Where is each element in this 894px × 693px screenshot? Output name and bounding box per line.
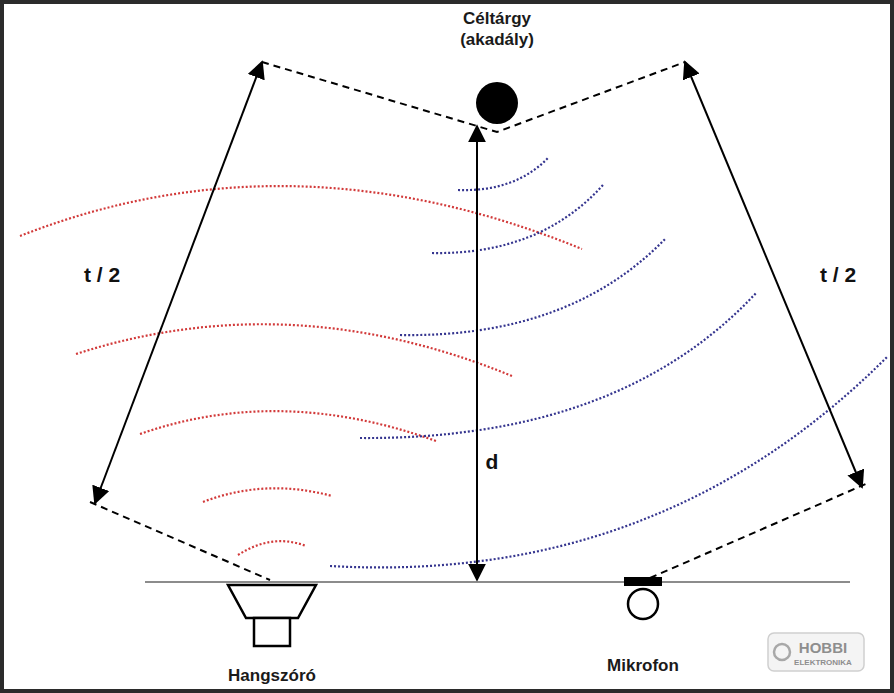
watermark-text: HOBBI — [799, 639, 847, 656]
panel-ground — [4, 4, 890, 689]
speaker-symbol — [228, 585, 316, 646]
extension-lines — [90, 62, 868, 580]
watermark-text: ELEKTRONIKA — [794, 658, 852, 667]
microphone-node: Mikrofon — [588, 572, 698, 678]
microphone-symbol — [624, 577, 662, 619]
target-ball — [476, 82, 518, 124]
target-node: Céltárgy (akadály) — [427, 6, 567, 122]
dimension-label: t / 2 — [84, 263, 120, 287]
node-label: Hangszóró — [228, 665, 316, 686]
echo-waves — [330, 158, 888, 567]
speaker-node: Hangszóró — [212, 576, 332, 688]
node-label: Céltárgy (akadály) — [431, 8, 563, 50]
dimension-label: t / 2 — [820, 263, 856, 287]
node-label: Mikrofon — [607, 655, 679, 676]
sent-waves — [20, 186, 582, 555]
distance-label: d — [486, 450, 499, 474]
dimension-arrows — [95, 62, 862, 580]
baseline — [145, 581, 850, 583]
watermark-frame — [768, 633, 864, 671]
